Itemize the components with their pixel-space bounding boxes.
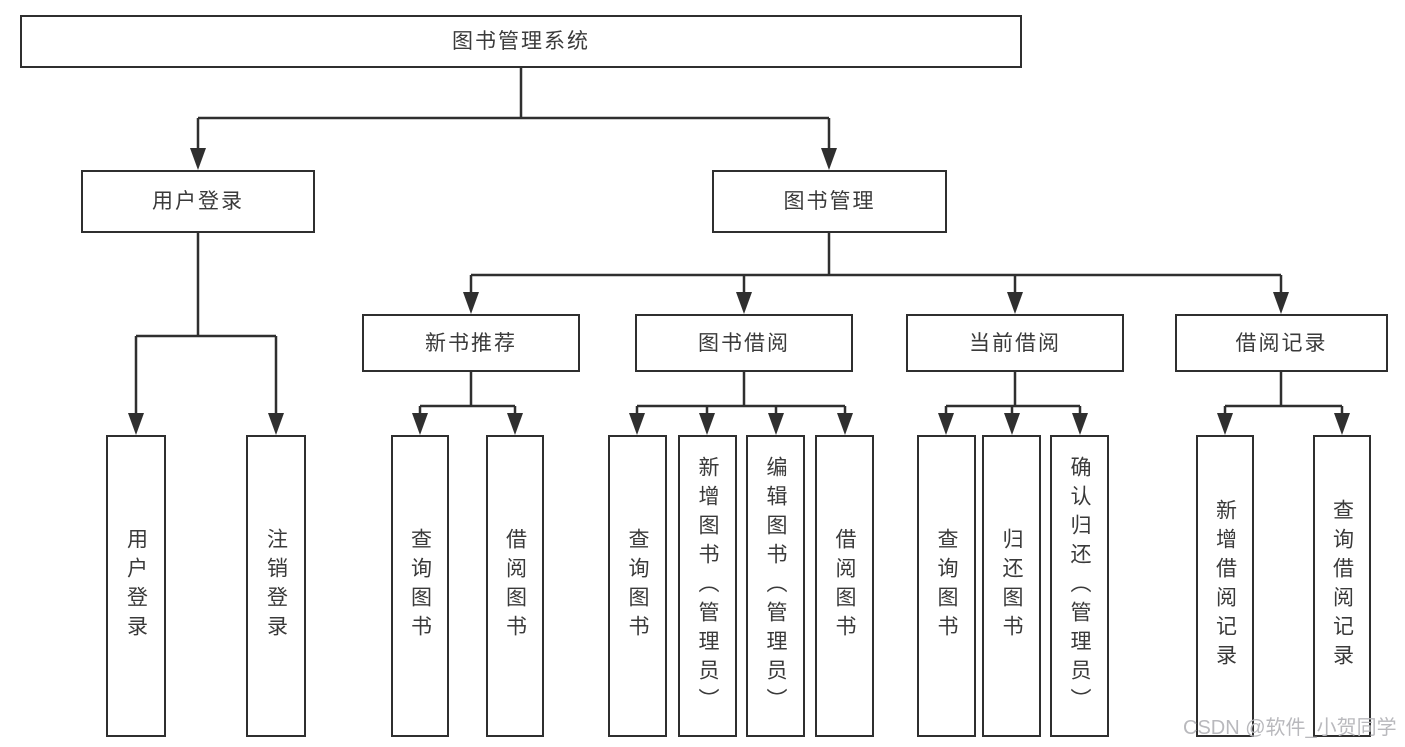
node-current-return-book: 归还图书 bbox=[982, 435, 1041, 737]
node-leaf-logout: 注销登录 bbox=[246, 435, 306, 737]
node-current-confirm-return: 确认归还（管理员） bbox=[1050, 435, 1109, 737]
node-record-query: 查询借阅记录 bbox=[1313, 435, 1371, 737]
node-borrow-record-label: 借阅记录 bbox=[1235, 331, 1328, 355]
node-current-query-book-label: 查询图书 bbox=[935, 528, 958, 644]
node-borrow-borrow-book-label: 借阅图书 bbox=[833, 528, 856, 644]
node-book-management: 图书管理 bbox=[712, 170, 947, 233]
node-borrow-add-book-label: 新增图书（管理员） bbox=[696, 455, 719, 717]
node-leaf-logout-label: 注销登录 bbox=[264, 528, 288, 644]
node-borrow-query-book: 查询图书 bbox=[608, 435, 667, 737]
node-leaf-login: 用户登录 bbox=[106, 435, 166, 737]
node-current-query-book: 查询图书 bbox=[917, 435, 976, 737]
node-current-borrow-label: 当前借阅 bbox=[969, 331, 1061, 355]
node-record-query-label: 查询借阅记录 bbox=[1330, 499, 1354, 673]
node-current-return-book-label: 归还图书 bbox=[1000, 528, 1023, 644]
node-current-borrow: 当前借阅 bbox=[906, 314, 1124, 372]
node-recommend-borrow-book-label: 借阅图书 bbox=[503, 528, 527, 644]
node-recommend-borrow-book: 借阅图书 bbox=[486, 435, 544, 737]
node-book-borrow: 图书借阅 bbox=[635, 314, 853, 372]
node-leaf-login-label: 用户登录 bbox=[124, 528, 148, 644]
node-borrow-edit-book: 编辑图书（管理员） bbox=[746, 435, 805, 737]
node-recommend-query-book-label: 查询图书 bbox=[408, 528, 432, 644]
node-record-add-label: 新增借阅记录 bbox=[1213, 499, 1237, 673]
node-borrow-borrow-book: 借阅图书 bbox=[815, 435, 874, 737]
node-record-add: 新增借阅记录 bbox=[1196, 435, 1254, 737]
node-book-management-label: 图书管理 bbox=[783, 190, 876, 213]
node-root-label: 图书管理系统 bbox=[452, 30, 590, 53]
node-user-login: 用户登录 bbox=[81, 170, 315, 233]
node-root: 图书管理系统 bbox=[20, 15, 1022, 68]
watermark: CSDN @软件_小贺同学 bbox=[1183, 717, 1397, 739]
node-borrow-edit-book-label: 编辑图书（管理员） bbox=[764, 455, 787, 717]
node-current-confirm-return-label: 确认归还（管理员） bbox=[1068, 455, 1091, 717]
node-book-borrow-label: 图书借阅 bbox=[698, 331, 790, 355]
node-user-login-label: 用户登录 bbox=[152, 190, 244, 213]
node-recommend-query-book: 查询图书 bbox=[391, 435, 449, 737]
node-borrow-query-book-label: 查询图书 bbox=[626, 528, 649, 644]
node-new-book-recommend: 新书推荐 bbox=[362, 314, 580, 372]
node-borrow-record: 借阅记录 bbox=[1175, 314, 1388, 372]
node-new-book-recommend-label: 新书推荐 bbox=[425, 331, 517, 355]
node-borrow-add-book: 新增图书（管理员） bbox=[678, 435, 737, 737]
